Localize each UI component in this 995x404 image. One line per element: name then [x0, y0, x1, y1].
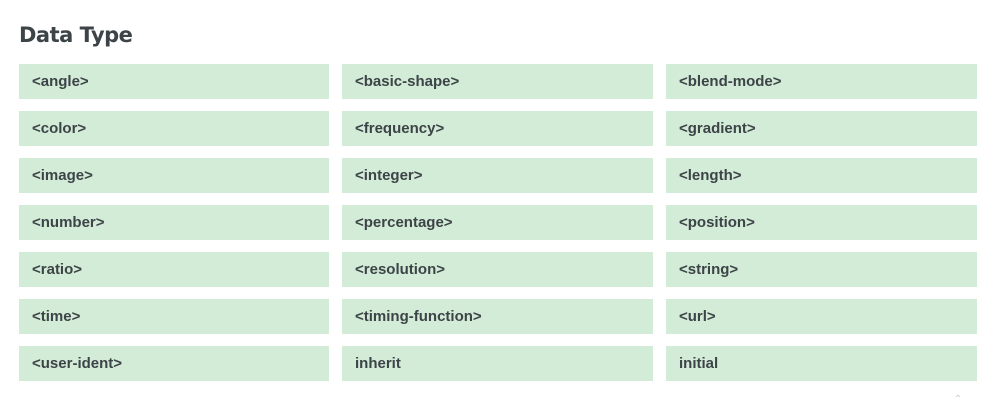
- data-type-link-color[interactable]: <color>: [19, 111, 329, 146]
- data-type-link-angle[interactable]: <angle>: [19, 64, 329, 99]
- data-type-link-number[interactable]: <number>: [19, 205, 329, 240]
- data-type-link-percentage[interactable]: <percentage>: [342, 205, 653, 240]
- data-type-link-basic-shape[interactable]: <basic-shape>: [342, 64, 653, 99]
- data-type-link-image[interactable]: <image>: [19, 158, 329, 193]
- data-type-link-initial[interactable]: initial: [666, 346, 977, 381]
- data-type-link-url[interactable]: <url>: [666, 299, 977, 334]
- data-type-link-integer[interactable]: <integer>: [342, 158, 653, 193]
- data-type-link-timing-function[interactable]: <timing-function>: [342, 299, 653, 334]
- data-type-link-frequency[interactable]: <frequency>: [342, 111, 653, 146]
- data-type-link-position[interactable]: <position>: [666, 205, 977, 240]
- data-type-link-resolution[interactable]: <resolution>: [342, 252, 653, 287]
- data-type-link-gradient[interactable]: <gradient>: [666, 111, 977, 146]
- data-type-link-blend-mode[interactable]: <blend-mode>: [666, 64, 977, 99]
- data-type-link-string[interactable]: <string>: [666, 252, 977, 287]
- data-type-link-time[interactable]: <time>: [19, 299, 329, 334]
- data-type-link-ratio[interactable]: <ratio>: [19, 252, 329, 287]
- chevron-up-icon[interactable]: ⌃: [953, 394, 963, 404]
- data-type-link-inherit[interactable]: inherit: [342, 346, 653, 381]
- data-type-link-length[interactable]: <length>: [666, 158, 977, 193]
- data-type-link-user-ident[interactable]: <user-ident>: [19, 346, 329, 381]
- data-type-grid: <angle> <basic-shape> <blend-mode> <colo…: [19, 64, 977, 381]
- page-title: Data Type: [19, 23, 133, 47]
